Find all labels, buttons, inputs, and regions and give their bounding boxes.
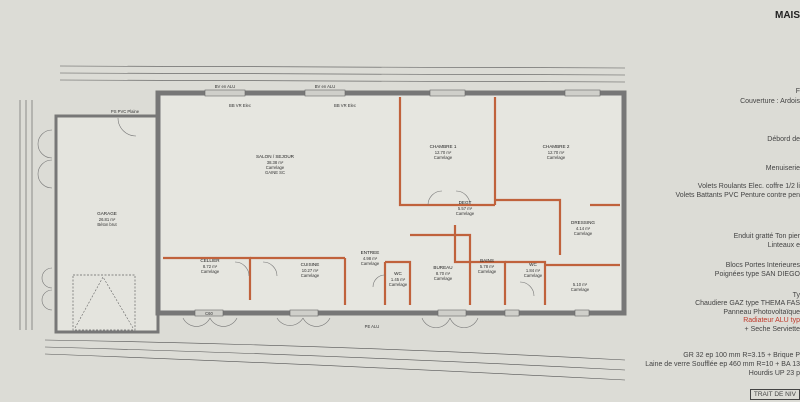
spec-note: Menuiserie [765, 165, 800, 172]
windows [194, 89, 601, 317]
room-floor: Carrelage [574, 231, 593, 236]
room-area: 4.98 m² [363, 256, 378, 261]
interior-partitions [163, 97, 620, 305]
shutter-annotation: BB VR Elec [334, 103, 356, 108]
house-outer-wall [155, 90, 627, 316]
room-area: 12.70 m² [548, 150, 565, 155]
room-area: 1.84 m² [526, 268, 541, 273]
spec-note: Radiateur ALU typ [743, 317, 800, 324]
window-code: C60 [205, 311, 213, 316]
room-name: CELLIER [200, 258, 220, 263]
room-name: CHAMBRE 2 [543, 144, 570, 149]
room-name: WC [394, 271, 402, 276]
room-chambre2: CHAMBRE 2 12.70 m² Carrelage [543, 144, 570, 160]
room-floor: Carrelage [456, 211, 475, 216]
room-area: 38.38 m² [267, 160, 284, 165]
spec-note: Volets Battants PVC Penture contre pen [675, 192, 800, 199]
spec-note: Couverture : Ardois [740, 98, 800, 105]
room-bains: BAINS 5.78 m² Carrelage [478, 258, 497, 274]
room-area: 5.78 m² [480, 264, 495, 269]
level-stamp: TRAIT DE NIV [749, 389, 800, 400]
spec-note: Linteaux e [767, 242, 800, 249]
spec-note: GR 32 ep 100 mm R=3.15 + Brique P [683, 352, 800, 359]
room-degt: DEGT 5.57 m² Carrelage [456, 200, 475, 216]
specifications-panel: MAIS F Couverture : Ardois Débord de Men… [630, 0, 800, 402]
room-floor: Béton brut [97, 222, 117, 227]
room-cuisine: CUISINE 10.27 m² Carrelage [301, 262, 320, 278]
room-area: 8.72 m² [203, 264, 218, 269]
room-cellier: CELLIER 8.72 m² Carrelage [200, 258, 220, 274]
room-area: 8.70 m² [436, 271, 451, 276]
door-annotation: PS PVC Plaine [111, 109, 140, 114]
spec-note: Chaudiere GAZ type THEMA FAS [695, 300, 800, 307]
dimension-lines [19, 65, 626, 381]
room-floor: Carrelage [301, 273, 320, 278]
room-salon: SALON / SEJOUR 38.38 m² Carrelage GAINE … [256, 154, 295, 175]
room-chambre3: 5.10 m² Carrelage [571, 282, 590, 292]
room-name: SALON / SEJOUR [256, 154, 295, 159]
room-floor: Carrelage [434, 276, 453, 281]
spec-note: Blocs Portes Interieures [725, 262, 800, 269]
room-name: CHAMBRE 1 [430, 144, 457, 149]
spec-note: Volets Roulants Elec. coffre 1/2 li [697, 183, 800, 190]
room-floor: Carrelage [547, 155, 566, 160]
door-annotation: PE ALU [365, 324, 380, 329]
room-note: GAINE SC [265, 170, 285, 175]
spec-note: Ty [792, 292, 800, 299]
room-name: GARAGE [97, 211, 117, 216]
spec-note: Panneau Photovoltaïque [723, 309, 800, 316]
room-wc1: WC 1.45 m² Carrelage [389, 271, 408, 287]
floor-plan: SALON / SEJOUR 38.38 m² Carrelage GAINE … [19, 65, 627, 381]
room-name: DRESSING [571, 220, 595, 225]
room-area: 12.70 m² [435, 150, 452, 155]
door-swings [182, 190, 535, 328]
room-entree: ENTREE 4.98 m² Carrelage [361, 250, 380, 266]
spec-note: Débord de [767, 136, 800, 143]
room-name: CUISINE [301, 262, 320, 267]
room-name: ENTREE [361, 250, 380, 255]
room-floor: Carrelage [478, 269, 497, 274]
room-floor: Carrelage [434, 155, 453, 160]
window-annotation: BV en ALU [215, 84, 236, 89]
spec-note: Hourdis UP 23 p [748, 370, 800, 377]
room-floor: Carrelage [361, 261, 380, 266]
spec-note: Enduit gratté Ton pier [733, 233, 800, 240]
room-area: 10.27 m² [302, 268, 319, 273]
document-title: MAIS [775, 10, 800, 21]
room-area: 26.81 m² [99, 217, 116, 222]
spec-note: F [795, 88, 800, 95]
spec-note: Laine de verre Soufflée ep 460 mm R=10 +… [645, 361, 800, 368]
room-area: 1.45 m² [391, 277, 406, 282]
room-garage: GARAGE 26.81 m² Béton brut [97, 211, 117, 227]
room-name: DEGT [459, 200, 472, 205]
room-area: 4.14 m² [576, 226, 591, 231]
room-area: 5.57 m² [458, 206, 473, 211]
room-floor: Carrelage [266, 165, 285, 170]
room-floor: Carrelage [389, 282, 408, 287]
room-floor: Carrelage [571, 287, 590, 292]
room-name: BUREAU [433, 265, 452, 270]
shutter-annotation: BB VR Elec [229, 103, 251, 108]
room-floor: Carrelage [524, 273, 543, 278]
spec-note: + Seche Serviette [744, 326, 800, 333]
room-name: BAINS [480, 258, 494, 263]
room-area: 5.10 m² [573, 282, 588, 287]
room-chambre1: CHAMBRE 1 12.70 m² Carrelage [430, 144, 457, 160]
room-name: WC [529, 262, 537, 267]
spec-note: Poignées type SAN DIEGO [714, 271, 800, 278]
window-annotation: BV en ALU [315, 84, 336, 89]
room-floor: Carrelage [201, 269, 220, 274]
room-wc2: WC 1.84 m² Carrelage [524, 262, 543, 278]
room-bureau: BUREAU 8.70 m² Carrelage [433, 265, 452, 281]
room-dressing: DRESSING 4.14 m² Carrelage [571, 220, 595, 236]
